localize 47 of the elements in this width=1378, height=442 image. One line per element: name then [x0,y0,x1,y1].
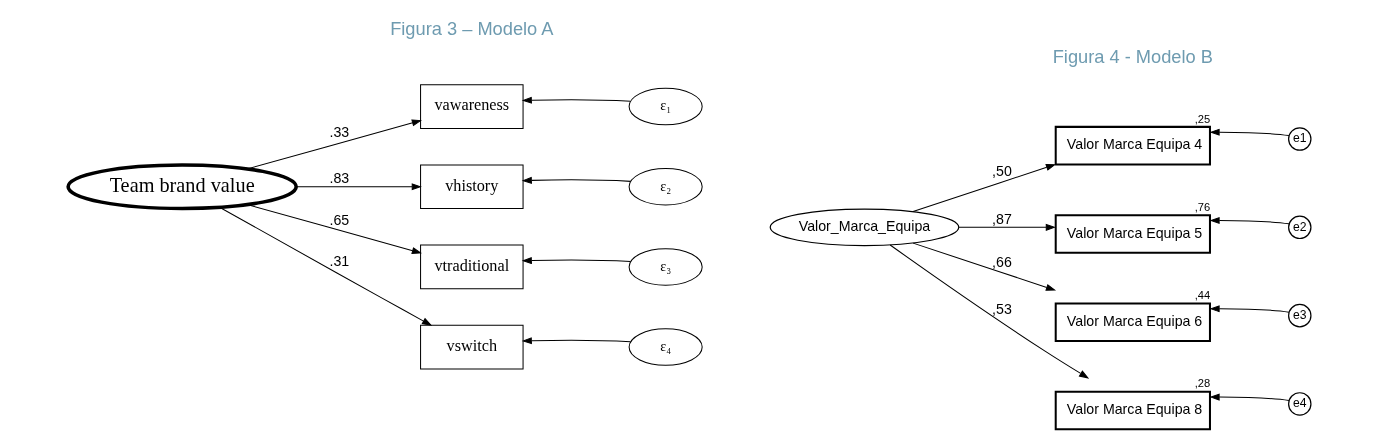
node-label: ,25 [1194,112,1210,125]
arrow [912,242,1056,291]
node-circle: e4 [1287,392,1312,416]
node-box: vtraditional [419,244,524,290]
node-circle: e3 [1287,303,1312,328]
edge-label: .83 [329,169,349,186]
node-circle: e1 [1287,127,1312,151]
edge-label: .33 [329,124,349,141]
arrow [1208,216,1289,225]
edge-label: ,66 [991,254,1012,271]
arrow [521,96,631,104]
node-circle: e2 [1287,215,1312,240]
node-box: Valor Marca Equipa 6 [1054,302,1211,342]
arrow [521,257,631,265]
edge-label: ,87 [991,210,1012,227]
arrow [1208,393,1289,401]
node-ellipse: ε₄ [628,328,703,366]
edge-label: .31 [329,253,349,270]
arrow [1208,128,1289,137]
node-box: Valor Marca Equipa 8 [1054,390,1211,431]
node-label: ,44 [1194,289,1210,302]
edge-label: .65 [329,211,349,228]
arrow [246,119,422,170]
label: Figura 3 – Modelo A [389,17,553,39]
arrow [958,223,1056,231]
node-box: Valor Marca Equipa 5 [1054,214,1211,254]
node-ellipse: Valor_Marca_Equipa [769,208,959,247]
node-ellipse: ε₃ [628,248,703,286]
node-ellipse: ε₂ [628,167,703,206]
node-box: vhistory [419,164,524,210]
arrow [521,337,631,345]
edge-label: ,50 [991,162,1012,179]
arrow [912,164,1056,213]
edge-label: ,53 [991,300,1012,317]
arrow [521,176,631,184]
node-label: ,76 [1194,200,1210,213]
node-label: ,28 [1194,377,1210,390]
node-ellipse: ε₁ [628,87,703,126]
node-box: vswitch [419,324,524,370]
arrow [295,183,422,191]
arrow [889,244,1089,379]
arrow [218,206,432,326]
node-box: Valor Marca Equipa 4 [1054,125,1211,166]
arrow [1208,305,1289,313]
node-ellipse: Team brand value [65,163,298,211]
label: Figura 4 - Modelo B [1052,46,1213,68]
node-box: vawareness [419,84,524,129]
